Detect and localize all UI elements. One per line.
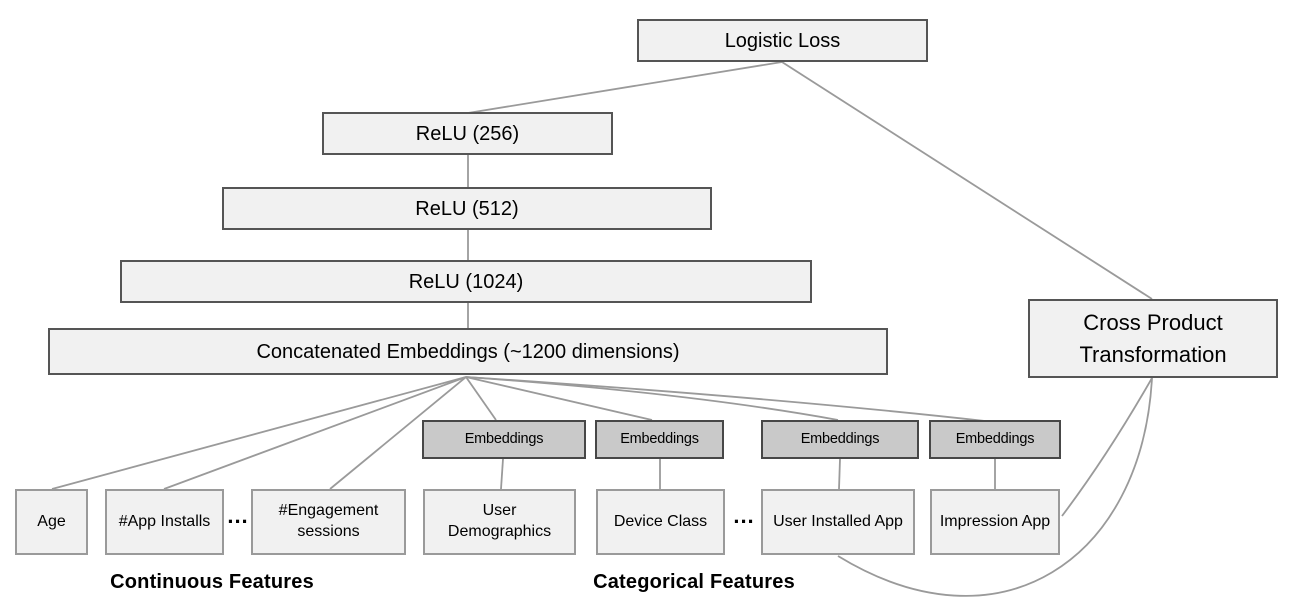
group-label-categorical-features: Categorical Features [593, 571, 795, 593]
group-label-continuous-features: Continuous Features [110, 571, 314, 593]
edge-crossproduct-to-impression [1061, 377, 1153, 517]
node-feature-engagement-sessions: #Engagement sessions [251, 489, 406, 555]
edge-concat-to-embeddings1 [465, 376, 497, 421]
node-feature-app-installs: #App Installs [105, 489, 224, 555]
node-relu-1024: ReLU (1024) [120, 260, 812, 303]
node-cross-product-transformation: Cross Product Transformation [1028, 299, 1278, 378]
node-embeddings-4: Embeddings [929, 420, 1061, 459]
node-embeddings-1: Embeddings [422, 420, 586, 459]
edge-logistic-to-crossproduct [781, 61, 1153, 300]
node-feature-device-class: Device Class [596, 489, 725, 555]
edge-crossproduct-to-userinstalled [837, 377, 1153, 597]
edge-concat-to-embeddings3 [465, 376, 839, 421]
ellipsis-categorical: ... [733, 503, 755, 528]
node-feature-user-installed-app: User Installed App [761, 489, 915, 555]
node-relu-512: ReLU (512) [222, 187, 712, 230]
edge-concat-to-appinstalls [163, 376, 467, 490]
edge-embeddings1-to-userdemo [500, 458, 504, 490]
node-embeddings-3: Embeddings [761, 420, 919, 459]
node-feature-user-demographics: User Demographics [423, 489, 576, 555]
ellipsis-continuous: ... [227, 503, 249, 528]
edge-concat-to-embeddings2 [465, 376, 653, 421]
edge-embeddings3-to-userinstalled [838, 458, 841, 490]
edge-concat-to-engagement [329, 376, 467, 490]
edge-concat-to-embeddings4 [465, 376, 986, 422]
node-logistic-loss: Logistic Loss [637, 19, 928, 62]
edge-logistic-to-relu256 [467, 61, 783, 114]
node-feature-impression-app: Impression App [930, 489, 1060, 555]
edge-concat-to-age [51, 376, 467, 490]
node-relu-256: ReLU (256) [322, 112, 613, 155]
node-feature-age: Age [15, 489, 88, 555]
node-embeddings-2: Embeddings [595, 420, 724, 459]
node-concatenated-embeddings: Concatenated Embeddings (~1200 dimension… [48, 328, 888, 375]
